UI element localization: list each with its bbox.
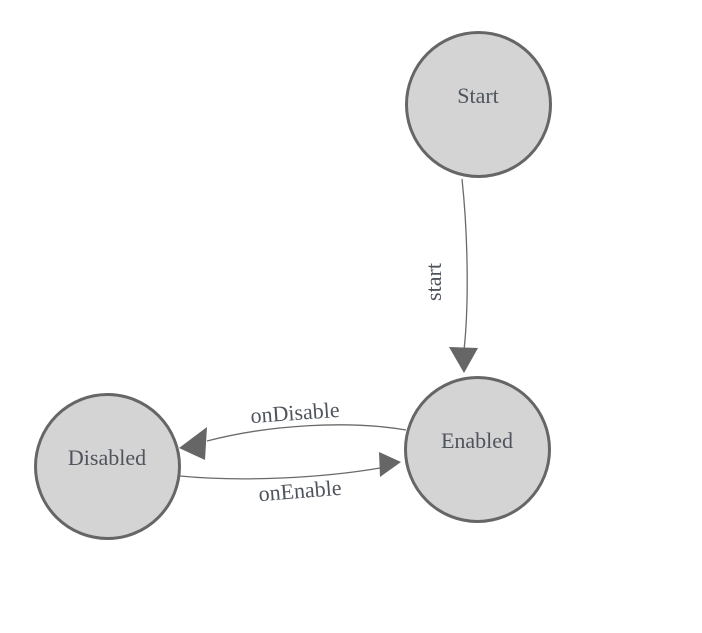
state-node-enabled-label: Enabled [440, 428, 514, 453]
state-node-disabled-label: Disabled [67, 445, 147, 470]
edge-disabled-to-enabled [179, 467, 381, 480]
arrowhead-into-enabled-top [449, 347, 478, 373]
state-node-disabled[interactable]: Disabled [33, 392, 181, 540]
edge-start-to-enabled [461, 178, 468, 351]
arrowhead-into-enabled-left [379, 452, 401, 477]
state-node-start[interactable]: Start [404, 30, 552, 178]
state-node-start-label: Start [457, 83, 499, 108]
edge-label-start: start [421, 263, 446, 301]
state-node-enabled[interactable]: Enabled [403, 375, 551, 523]
arrowhead-into-disabled [179, 427, 207, 460]
edge-enabled-to-disabled [206, 424, 407, 442]
